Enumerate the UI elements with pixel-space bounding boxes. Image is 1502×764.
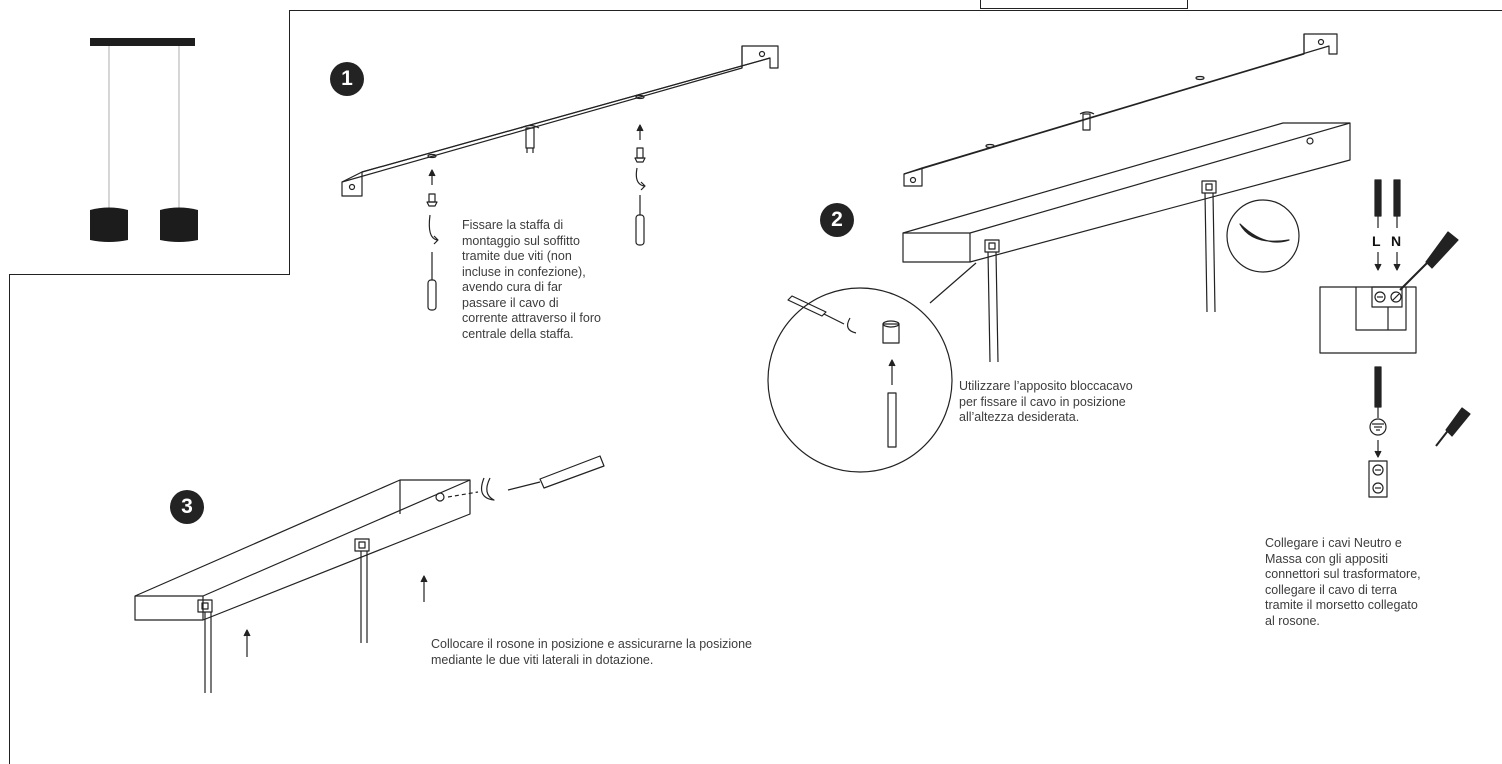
step3-caption-line: mediante le due viti laterali in dotazio… bbox=[431, 652, 654, 667]
step2-caption-line: Utilizzare l’apposito bloccacavo bbox=[959, 379, 1133, 393]
product-photo-box bbox=[9, 10, 290, 275]
step-2-badge: 2 bbox=[820, 203, 854, 237]
wiring-caption-line: collegare il cavo di terra bbox=[1265, 582, 1398, 597]
wiring-caption-line: connettori sul trasformatore, bbox=[1265, 567, 1421, 581]
wiring-caption-line: Massa con gli appositi bbox=[1265, 551, 1388, 566]
terminal-live-label: L bbox=[1372, 233, 1381, 249]
page-frame-left bbox=[9, 10, 10, 764]
step2-caption: Utilizzare l’apposito bloccacavo per fis… bbox=[959, 379, 1133, 426]
step1-cable-grommet bbox=[520, 124, 540, 153]
lamp-shade-left bbox=[90, 207, 128, 242]
step2-rotation-icon bbox=[1226, 199, 1300, 273]
step1-mounting-bracket bbox=[341, 45, 779, 197]
step1-caption-line: corrente attraverso il foro bbox=[462, 311, 601, 325]
wiring-caption: Collegare i cavi Neutro e Massa con gli … bbox=[1265, 536, 1421, 629]
header-tab bbox=[980, 0, 1188, 9]
wiring-caption-line: al rosone. bbox=[1265, 613, 1320, 628]
step3-caption-line: Collocare il rosone in posizione e assic… bbox=[431, 637, 753, 651]
step1-caption-line: Fissare la staffa di bbox=[462, 218, 564, 232]
step1-caption-line: passare il cavo di bbox=[462, 295, 559, 310]
step3-caption: Collocare il rosone in posizione e assic… bbox=[431, 637, 752, 668]
step3-canopy bbox=[134, 479, 471, 693]
product-photo bbox=[90, 38, 198, 242]
step2-caption-line: per fissare il cavo in posizione bbox=[959, 394, 1126, 409]
step-1-badge: 1 bbox=[330, 62, 364, 96]
wiring-diagram bbox=[1319, 179, 1471, 498]
step1-caption-line: tramite due viti (non bbox=[462, 249, 572, 263]
step1-screw-left bbox=[426, 169, 439, 311]
lamp-shade-right bbox=[160, 207, 198, 242]
page-frame-top bbox=[9, 10, 1502, 11]
step2-bracket bbox=[903, 33, 1338, 187]
step1-caption: Fissare la staffa di montaggio sul soffi… bbox=[462, 218, 601, 342]
step3-side-screw bbox=[447, 455, 605, 501]
step2-caption-line: all’altezza desiderata. bbox=[959, 410, 1080, 424]
step-3-badge: 3 bbox=[170, 490, 204, 524]
ceiling-canopy bbox=[90, 38, 195, 46]
step1-caption-line: incluse in confezione), bbox=[462, 264, 586, 279]
wiring-caption-line: tramite il morsetto collegato bbox=[1265, 598, 1418, 612]
wiring-caption-line: Collegare i cavi Neutro e bbox=[1265, 536, 1402, 550]
step1-caption-line: montaggio sul soffitto bbox=[462, 233, 580, 248]
step1-screw-right bbox=[634, 124, 646, 246]
step2-canopy bbox=[902, 122, 1351, 363]
step2-detail-callout bbox=[767, 262, 977, 473]
terminal-neutral-label: N bbox=[1391, 233, 1402, 249]
step1-caption-line: avendo cura di far bbox=[462, 280, 563, 294]
step1-caption-line: centrale della staffa. bbox=[462, 326, 574, 341]
